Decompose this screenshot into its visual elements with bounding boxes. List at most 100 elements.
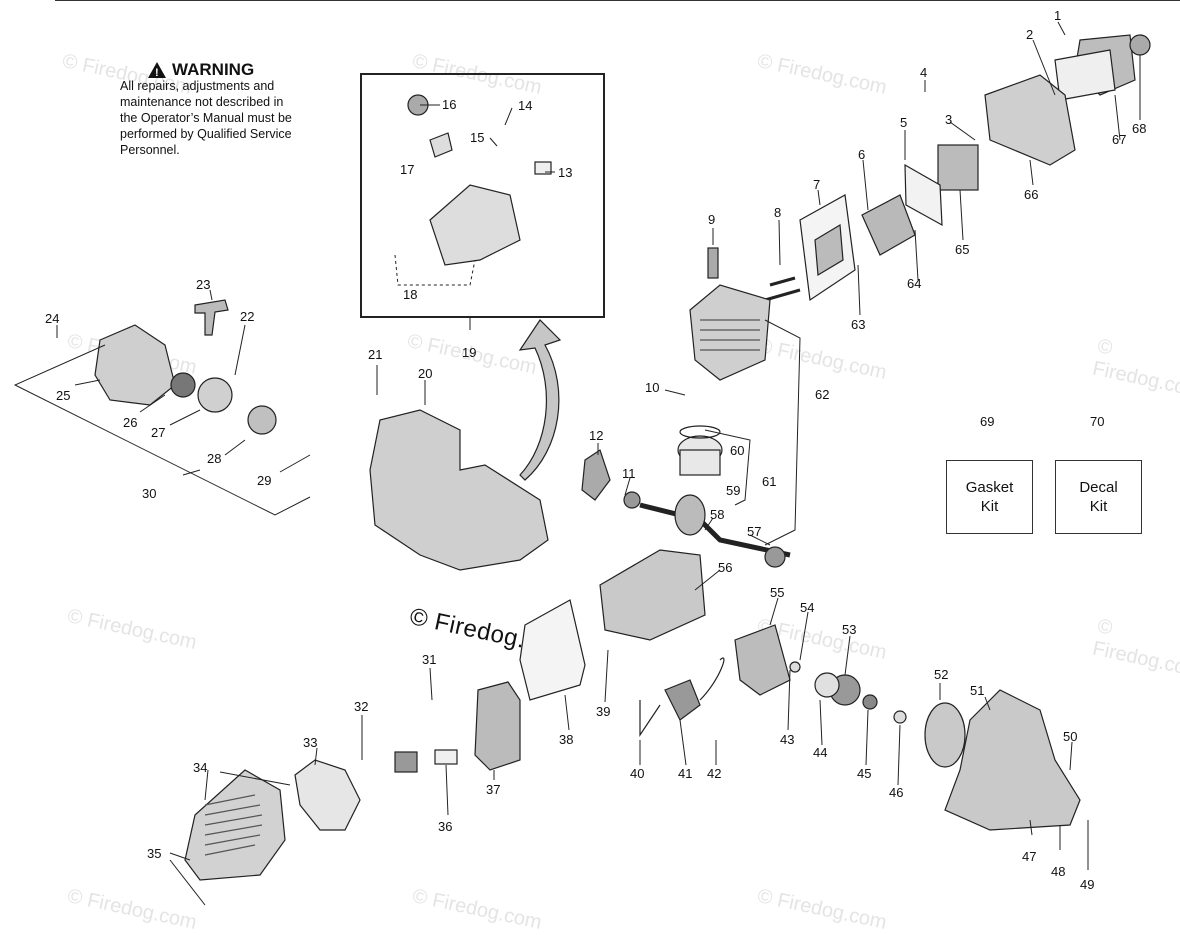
part-label-39: 39 <box>596 704 611 719</box>
part-ignition-bracket <box>581 449 611 501</box>
part-label-6: 6 <box>858 147 866 162</box>
part-label-37: 37 <box>486 782 501 797</box>
part-label-28: 28 <box>207 451 222 466</box>
part-label-8: 8 <box>774 205 782 220</box>
part-label-57: 57 <box>747 524 762 539</box>
part-label-68: 68 <box>1132 121 1147 136</box>
part-label-42: 42 <box>707 766 722 781</box>
part-starter-pulley <box>197 377 233 413</box>
part-label-51: 51 <box>970 683 985 698</box>
part-fuel-filter <box>534 161 552 175</box>
part-clutch-drum <box>924 702 966 768</box>
part-cylinder-shroud <box>294 759 361 831</box>
bracket-62 <box>764 319 801 546</box>
part-label-14: 14 <box>518 98 533 113</box>
part-label-38: 38 <box>559 732 574 747</box>
part-label-49: 49 <box>1080 877 1095 892</box>
part-starter-housing <box>94 324 176 406</box>
part-label-53: 53 <box>842 622 857 637</box>
warning-line: maintenance not described in <box>120 95 284 109</box>
part-label-30: 30 <box>142 486 157 501</box>
part-cylinder <box>689 284 771 381</box>
gasket-kit-box: Gasket Kit <box>946 460 1033 534</box>
part-label-61: 61 <box>762 474 777 489</box>
part-label-4: 4 <box>920 65 928 80</box>
part-label-36: 36 <box>438 819 453 834</box>
kit-label: Kit <box>1089 498 1108 515</box>
part-label-5: 5 <box>900 115 908 130</box>
part-label-55: 55 <box>770 585 785 600</box>
part-label-16: 16 <box>442 97 457 112</box>
kit-label: Gasket <box>965 479 1014 496</box>
part-label-62: 62 <box>815 387 830 402</box>
part-label-10: 10 <box>645 380 660 395</box>
part-label-47: 47 <box>1022 849 1037 864</box>
part-label-26: 26 <box>123 415 138 430</box>
warning-line: All repairs, adjustments and <box>120 79 275 93</box>
part-label-48: 48 <box>1051 864 1066 879</box>
warning-line: performed by Qualified Service <box>120 127 292 141</box>
part-label-7: 7 <box>813 177 821 192</box>
part-crankshaft <box>639 502 791 558</box>
part-label-40: 40 <box>630 766 645 781</box>
part-heat-shield <box>519 599 586 701</box>
part-label-15: 15 <box>470 130 485 145</box>
part-label-29: 29 <box>257 473 272 488</box>
part-starter-handle <box>194 299 229 336</box>
part-label-60: 60 <box>730 443 745 458</box>
part-muffler <box>474 681 521 771</box>
part-label-22: 22 <box>240 309 255 324</box>
curved-arrow-icon <box>518 319 562 481</box>
part-spark-plug <box>707 247 719 279</box>
part-fan-cover <box>184 769 286 881</box>
part-bearing <box>764 546 786 568</box>
part-label-54: 54 <box>800 600 815 615</box>
kit-number: 70 <box>1090 414 1105 429</box>
part-label-13: 13 <box>558 165 573 180</box>
part-label-43: 43 <box>780 732 795 747</box>
warning-title: WARNING <box>172 60 255 79</box>
part-label-50: 50 <box>1063 729 1078 744</box>
part-air-box <box>984 74 1076 166</box>
part-label-65: 65 <box>955 242 970 257</box>
part-starter-spring <box>170 372 196 398</box>
warning-triangle-icon: ! <box>148 62 166 79</box>
kit-number: 69 <box>980 414 995 429</box>
bracket-30 <box>13 344 311 516</box>
part-label-45: 45 <box>857 766 872 781</box>
part-label-46: 46 <box>889 785 904 800</box>
part-label-59: 59 <box>726 483 741 498</box>
part-starter-pawl <box>247 405 277 435</box>
part-carburetor <box>937 144 979 191</box>
part-engine-housing <box>369 409 549 571</box>
part-label-66: 66 <box>1024 187 1039 202</box>
part-label-32: 32 <box>354 699 369 714</box>
part-plate <box>394 751 418 773</box>
part-fuel-tank <box>429 184 521 266</box>
part-label-12: 12 <box>589 428 604 443</box>
warning-heading: ! WARNING <box>148 60 350 79</box>
part-air-filter <box>1054 49 1116 101</box>
part-label-58: 58 <box>710 507 725 522</box>
warning-line: Personnel. <box>120 143 180 157</box>
part-knob <box>1129 34 1151 56</box>
part-label-33: 33 <box>303 735 318 750</box>
part-label-18: 18 <box>403 287 418 302</box>
part-label <box>434 749 458 765</box>
top-rule <box>55 0 1180 1</box>
part-label-20: 20 <box>418 366 433 381</box>
fuel-tank-inset <box>360 73 605 318</box>
part-label-31: 31 <box>422 652 437 667</box>
part-label-3: 3 <box>945 112 953 127</box>
part-label-24: 24 <box>45 311 60 326</box>
part-label-34: 34 <box>193 760 208 775</box>
part-label-23: 23 <box>196 277 211 292</box>
kit-label: Decal <box>1079 479 1118 496</box>
part-label-19: 19 <box>462 345 477 360</box>
bracket-61 <box>704 429 751 506</box>
part-label-64: 64 <box>907 276 922 291</box>
part-label-44: 44 <box>813 745 828 760</box>
part-label-63: 63 <box>851 317 866 332</box>
part-label-52: 52 <box>934 667 949 682</box>
